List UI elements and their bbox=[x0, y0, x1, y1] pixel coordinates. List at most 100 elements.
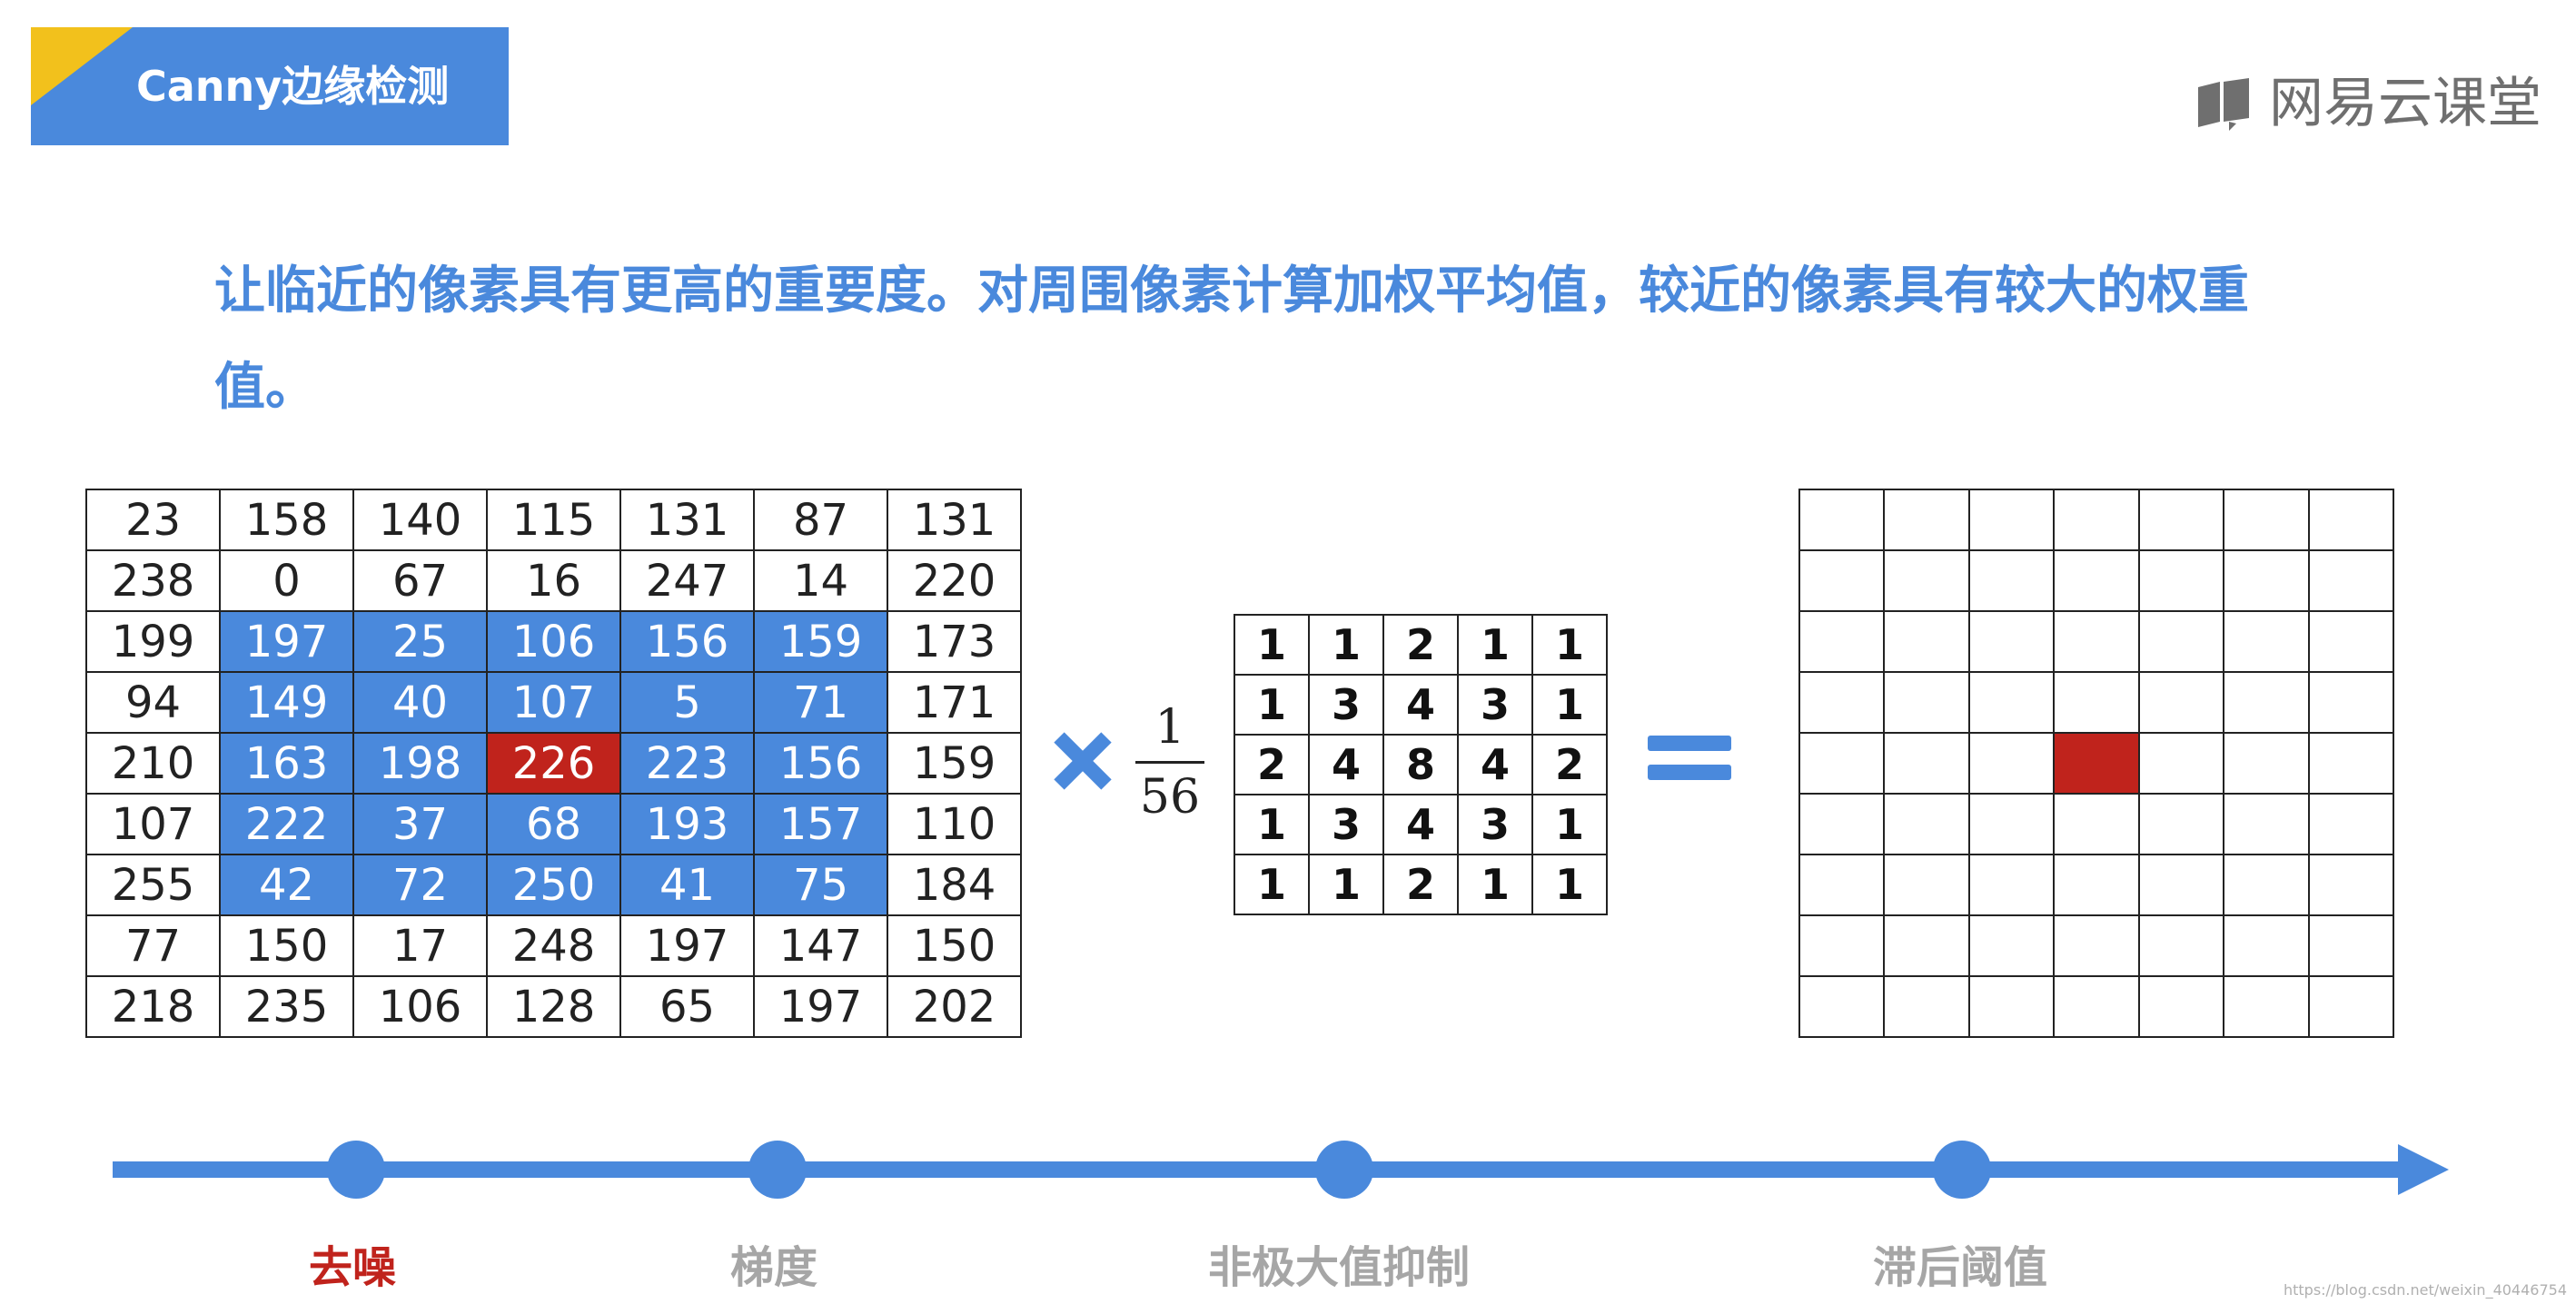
output-cell bbox=[1967, 975, 2056, 1038]
output-cell bbox=[2137, 914, 2225, 977]
brand-book-icon bbox=[2198, 78, 2249, 131]
output-cell bbox=[2053, 489, 2140, 551]
pixel-cell: 184 bbox=[887, 854, 1022, 916]
pixel-cell: 218 bbox=[85, 975, 221, 1038]
output-cell bbox=[1798, 671, 1886, 734]
title-banner: Canny边缘检测 bbox=[31, 27, 509, 145]
output-cell bbox=[1883, 793, 1970, 855]
output-cell bbox=[2137, 489, 2225, 551]
pixel-cell: 235 bbox=[219, 975, 354, 1038]
brand-name: 网易云课堂 bbox=[2269, 72, 2541, 135]
output-cell bbox=[2137, 549, 2225, 612]
output-cell bbox=[2307, 489, 2395, 551]
neighborhood-pixel-cell: 198 bbox=[352, 732, 488, 795]
output-row bbox=[1798, 610, 2395, 673]
output-cell bbox=[1798, 610, 1886, 673]
output-cell bbox=[2053, 549, 2140, 612]
output-cell bbox=[1798, 732, 1886, 795]
slide-title: Canny边缘检测 bbox=[136, 62, 450, 111]
neighborhood-pixel-cell: 193 bbox=[619, 793, 755, 855]
pixel-cell: 67 bbox=[352, 549, 488, 612]
neighborhood-pixel-cell: 159 bbox=[753, 610, 888, 673]
kernel-weight-cell: 2 bbox=[1382, 854, 1459, 915]
neighborhood-pixel-cell: 197 bbox=[219, 610, 354, 673]
output-cell bbox=[2137, 793, 2225, 855]
output-cell bbox=[2053, 854, 2140, 916]
kernel-weight-cell: 1 bbox=[1531, 674, 1608, 736]
output-cell bbox=[1883, 671, 1970, 734]
fraction-numerator: 1 bbox=[1154, 700, 1185, 755]
kernel-weight-cell: 1 bbox=[1457, 854, 1533, 915]
kernel-normalization-fraction: 1 56 bbox=[1132, 697, 1208, 827]
pixel-cell: 238 bbox=[85, 549, 221, 612]
neighborhood-pixel-cell: 68 bbox=[486, 793, 621, 855]
timeline-label-denoise: 去噪 bbox=[308, 1242, 397, 1293]
pixel-cell: 0 bbox=[219, 549, 354, 612]
kernel-weight-cell: 2 bbox=[1234, 734, 1310, 795]
output-cell bbox=[1967, 549, 2056, 612]
neighborhood-pixel-cell: 250 bbox=[486, 854, 621, 916]
pixel-cell: 150 bbox=[887, 914, 1022, 977]
output-row bbox=[1798, 793, 2395, 855]
output-cell bbox=[2053, 671, 2140, 734]
brand-logo: 网易云课堂 bbox=[2193, 71, 2541, 136]
neighborhood-pixel-cell: 223 bbox=[619, 732, 755, 795]
output-cell bbox=[1967, 793, 2056, 855]
pixel-cell: 16 bbox=[486, 549, 621, 612]
output-cell bbox=[2223, 854, 2310, 916]
kernel-weight-cell: 3 bbox=[1457, 674, 1533, 736]
output-cell bbox=[2137, 610, 2225, 673]
timeline-label-gradient: 梯度 bbox=[729, 1242, 818, 1293]
neighborhood-pixel-cell: 75 bbox=[753, 854, 888, 916]
output-cell bbox=[2053, 975, 2140, 1038]
output-cell bbox=[1967, 854, 2056, 916]
output-row bbox=[1798, 732, 2395, 795]
output-cell bbox=[2307, 793, 2395, 855]
output-cell bbox=[2307, 610, 2395, 673]
output-row bbox=[1798, 975, 2395, 1038]
pixel-cell: 17 bbox=[352, 914, 488, 977]
kernel-weight-cell: 4 bbox=[1382, 674, 1459, 736]
pixel-cell: 131 bbox=[619, 489, 755, 551]
kernel-weight-cell: 8 bbox=[1382, 734, 1459, 795]
output-cell bbox=[1798, 489, 1886, 551]
kernel-weight-cell: 3 bbox=[1457, 794, 1533, 855]
output-cell bbox=[2223, 793, 2310, 855]
pixel-cell: 199 bbox=[85, 610, 221, 673]
output-cell bbox=[1967, 732, 2056, 795]
kernel-weight-cell: 4 bbox=[1457, 734, 1533, 795]
output-row bbox=[1798, 854, 2395, 916]
fraction-bar bbox=[1135, 761, 1204, 764]
pixel-cell: 94 bbox=[85, 671, 221, 734]
timeline-node-gradient bbox=[748, 1141, 807, 1199]
neighborhood-pixel-cell: 222 bbox=[219, 793, 354, 855]
kernel-weight-cell: 4 bbox=[1308, 734, 1384, 795]
kernel-weight-cell: 1 bbox=[1531, 614, 1608, 676]
kernel-weight-cell: 1 bbox=[1234, 674, 1310, 736]
output-cell bbox=[1798, 793, 1886, 855]
output-cell bbox=[1883, 975, 1970, 1038]
output-cell bbox=[1883, 732, 1970, 795]
output-cell bbox=[2137, 975, 2225, 1038]
neighborhood-pixel-cell: 156 bbox=[619, 610, 755, 673]
pixel-cell: 202 bbox=[887, 975, 1022, 1038]
neighborhood-pixel-cell: 106 bbox=[486, 610, 621, 673]
timeline-label-threshold: 滞后阈值 bbox=[1872, 1242, 2048, 1293]
pixel-cell: 247 bbox=[619, 549, 755, 612]
neighborhood-pixel-cell: 157 bbox=[753, 793, 888, 855]
output-row bbox=[1798, 489, 2395, 551]
neighborhood-pixel-cell: 72 bbox=[352, 854, 488, 916]
pipeline-timeline bbox=[113, 1141, 2449, 1199]
output-cell bbox=[2307, 975, 2395, 1038]
kernel-weight-cell: 1 bbox=[1531, 794, 1608, 855]
output-cell bbox=[1967, 914, 2056, 977]
timeline-node-nms bbox=[1315, 1141, 1373, 1199]
output-row bbox=[1798, 549, 2395, 612]
